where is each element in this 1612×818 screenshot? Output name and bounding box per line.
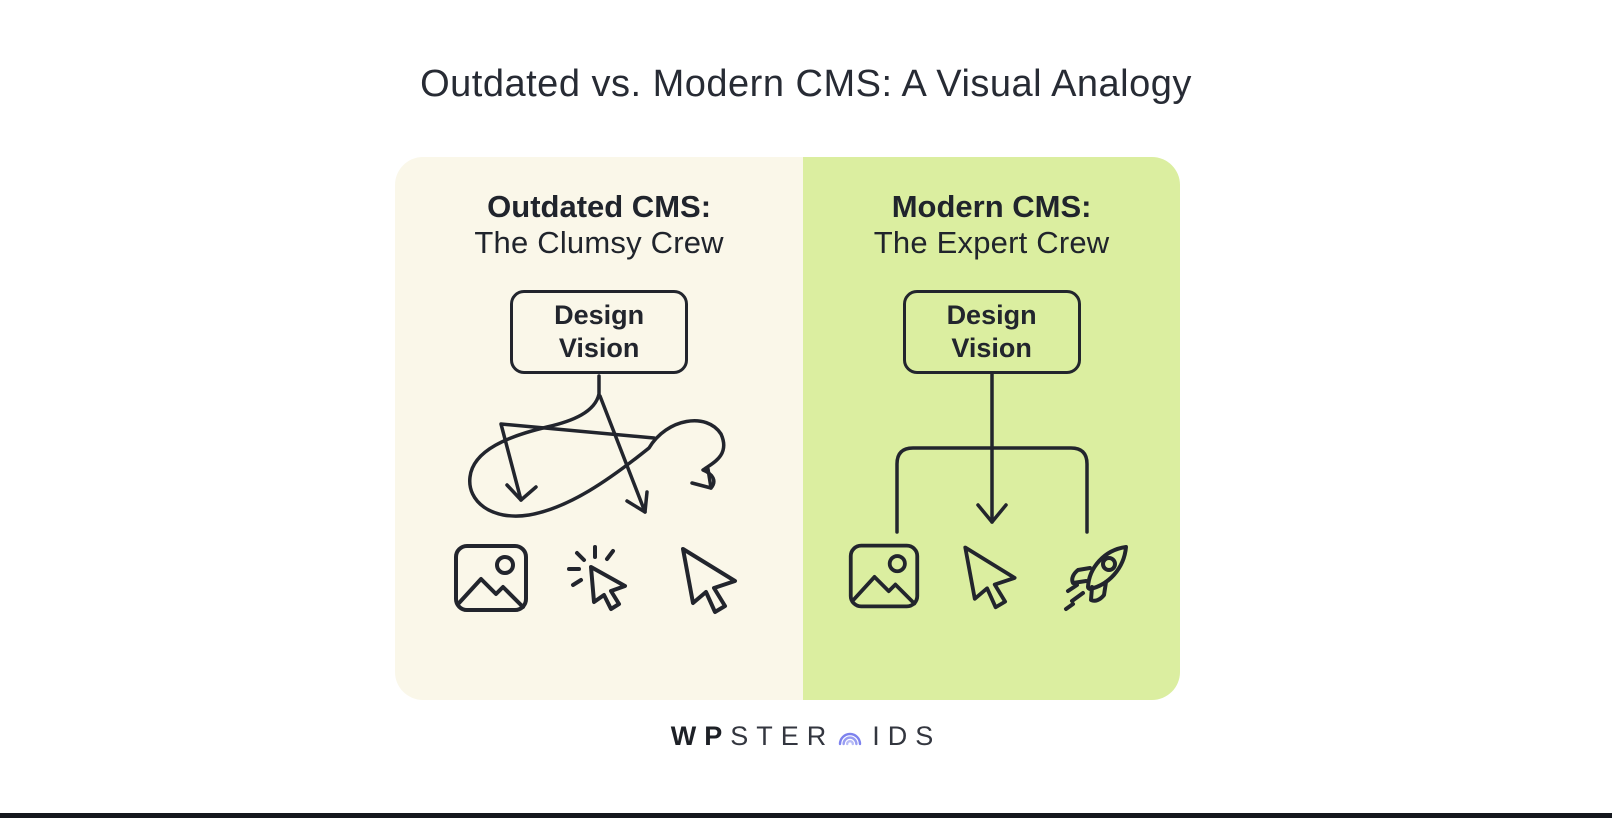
- panel-outdated: Outdated CMS: The Clumsy Crew Design Vis…: [395, 157, 804, 700]
- logo-wp: WP: [670, 721, 731, 751]
- tangled-arrows-drawing: [468, 374, 726, 518]
- cursor-icon: [681, 546, 738, 614]
- modern-icons-row: [846, 539, 1138, 615]
- page-title: Outdated vs. Modern CMS: A Visual Analog…: [420, 63, 1192, 105]
- panel-outdated-heading: Outdated CMS: The Clumsy Crew: [474, 189, 723, 261]
- panel-modern-heading: Modern CMS: The Expert Crew: [874, 189, 1110, 261]
- design-vision-box: Design Vision: [510, 289, 689, 374]
- box-label-line1: Design: [946, 299, 1037, 330]
- arrowhead-diagonal: [625, 490, 649, 514]
- panel-modern: Modern CMS: The Expert Crew Design Visio…: [803, 157, 1180, 700]
- heading-regular: The Clumsy Crew: [474, 224, 724, 260]
- tangle-apex-path: [499, 422, 656, 502]
- cursor-icon: [962, 545, 1017, 610]
- arrowhead-loop: [690, 467, 713, 490]
- box-label-line2: Vision: [951, 332, 1032, 363]
- bottom-strip: [0, 813, 1612, 818]
- heading-bold: Modern CMS:: [891, 189, 1092, 224]
- outdated-icons-row: [451, 541, 747, 617]
- arrowhead-center: [975, 503, 1008, 524]
- image-icon: [454, 543, 529, 612]
- heading-bold: Outdated CMS:: [487, 189, 712, 224]
- clean-fork-drawing: [894, 372, 1089, 534]
- concentric-arcs-icon: [839, 732, 862, 745]
- logo-ids: IDS: [872, 721, 942, 751]
- heading-regular: The Expert Crew: [873, 224, 1110, 260]
- box-label-line2: Vision: [558, 332, 640, 363]
- image-icon: [848, 543, 919, 609]
- design-vision-box: Design Vision: [902, 289, 1081, 374]
- cursor-click-icon: [567, 544, 628, 611]
- arrowhead-down: [505, 483, 538, 502]
- box-label-line1: Design: [554, 299, 645, 330]
- tangle-loop-path: [468, 374, 726, 518]
- logo-ster: STER: [730, 721, 835, 751]
- rocket-icon: [1063, 544, 1128, 611]
- tangle-diagonal-path: [598, 394, 647, 514]
- comparison-card: Outdated CMS: The Clumsy Crew Design Vis…: [395, 157, 1180, 700]
